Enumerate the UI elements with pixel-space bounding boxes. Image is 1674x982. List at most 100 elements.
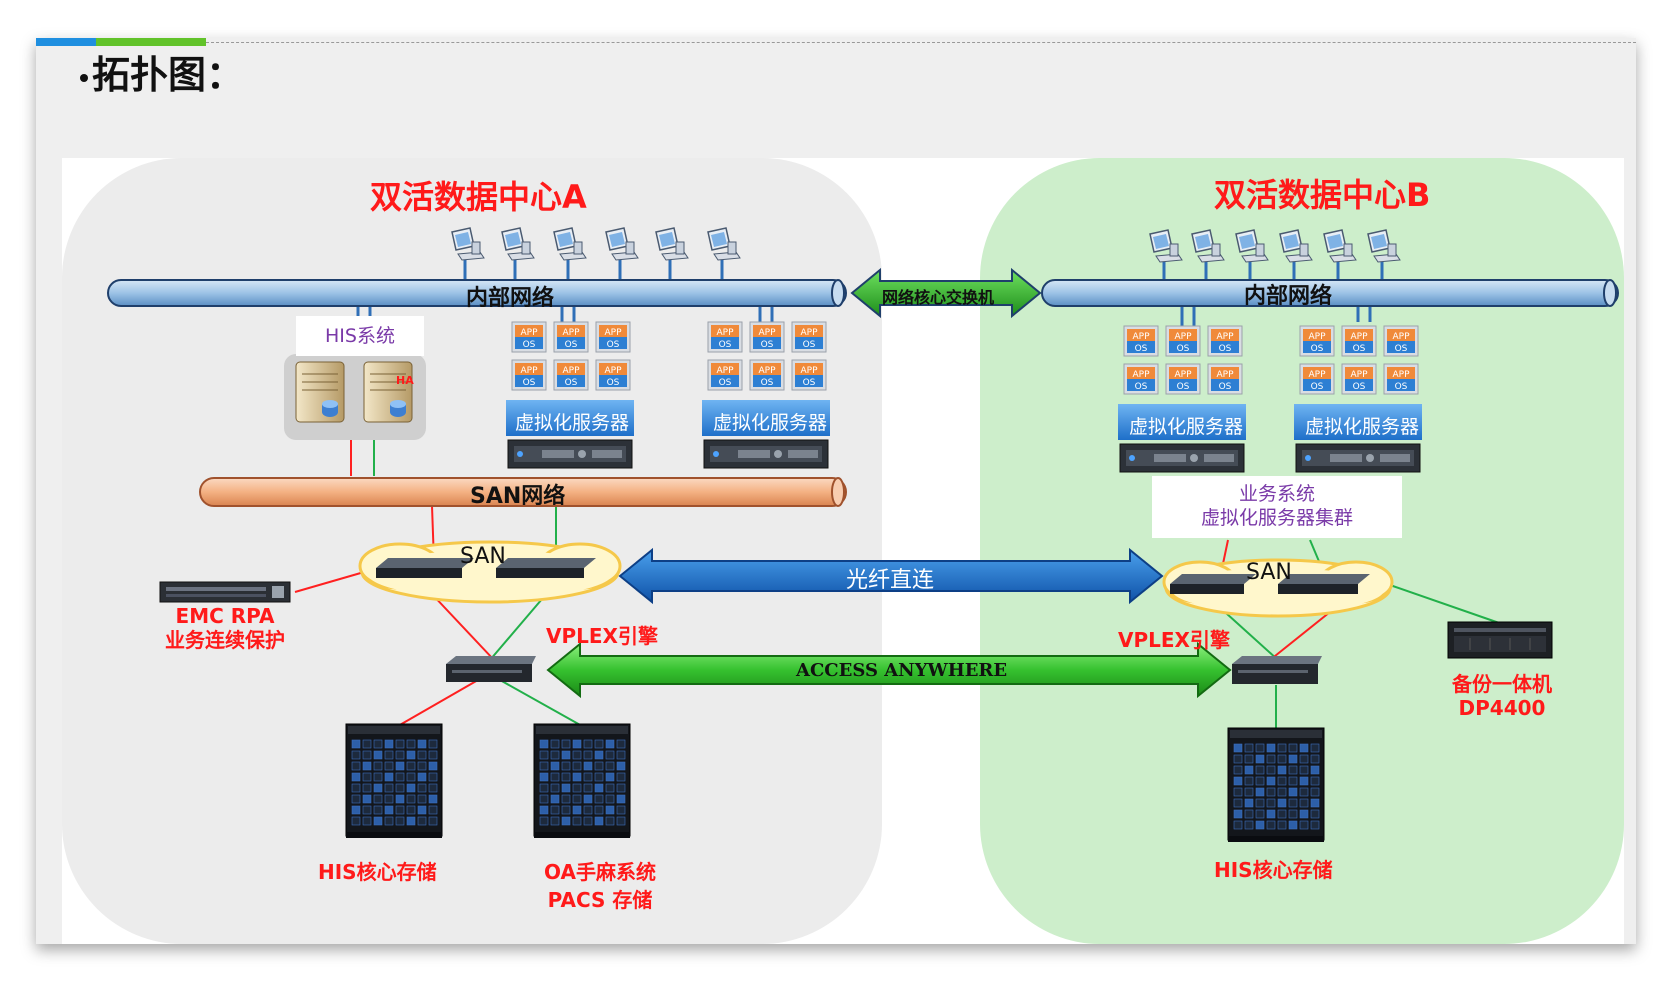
san-cloud-label-a: SAN (460, 544, 506, 569)
workstation-icon (553, 227, 587, 261)
cluster-line2: 虚拟化服务器集群 (1200, 507, 1353, 529)
app-tile-label: APP (800, 366, 818, 376)
storage-oa-line2: PACS 存储 (547, 888, 653, 912)
os-tile-label: OS (761, 378, 774, 388)
workstation-icon (1367, 229, 1401, 263)
app-os-icon: APP OS (791, 359, 827, 391)
backup-label-line2: DP4400 (1458, 696, 1546, 720)
virtual-server-label-b2: 虚拟化服务器 (1304, 416, 1419, 438)
vplex-engine-icon (446, 656, 536, 682)
os-tile-label: OS (803, 378, 816, 388)
san-switch-icon (1170, 574, 1256, 594)
rack-server-icon (506, 400, 634, 469)
internal-network-pipe-a (107, 279, 847, 307)
rack-server-icon (1294, 404, 1422, 473)
os-tile-label: OS (523, 378, 536, 388)
access-anywhere-arrow (546, 641, 1232, 699)
app-os-icon: APP OS (749, 359, 785, 391)
workstation-icon (501, 227, 535, 261)
internal-network-label-a: 内部网络 (466, 286, 555, 311)
app-tile-label: APP (1350, 332, 1368, 342)
app-os-icon: APP OS (1165, 363, 1201, 395)
his-system-box (296, 316, 424, 356)
os-tile-label: OS (1177, 344, 1190, 354)
storage-his-label-a: HIS核心存储 (318, 860, 437, 884)
rack-server-icon (1118, 404, 1246, 473)
internal-network-pipe-b (1041, 279, 1619, 307)
storage-arrays (345, 723, 1325, 842)
header-divider (206, 42, 1636, 43)
rpa-label-line2: 业务连续保护 (165, 628, 285, 652)
os-tile-label: OS (1311, 344, 1324, 354)
app-os-icon: APP OS (595, 321, 631, 353)
page-title: 拓扑图： (80, 44, 244, 99)
app-os-icon: APP OS (1299, 325, 1335, 357)
app-tile-label: APP (716, 366, 734, 376)
vplex-engine-icon (1232, 656, 1322, 684)
app-os-icon: APP OS (791, 321, 827, 353)
os-tile-label: OS (565, 340, 578, 350)
rpa-label-line1: EMC RPA (175, 604, 275, 628)
os-tile-label: OS (607, 340, 620, 350)
os-tile-label: OS (1219, 344, 1232, 354)
access-anywhere-label: ACCESS ANYWHERE (796, 660, 1008, 681)
workstation-icon (1191, 229, 1225, 263)
page-title-text: 拓扑图： (92, 53, 245, 97)
app-os-icon: APP OS (553, 359, 589, 391)
accent-bar-green (96, 38, 206, 46)
app-tile-label: APP (1216, 370, 1234, 380)
app-os-icon: APP OS (707, 321, 743, 353)
os-tile-label: OS (1177, 382, 1190, 392)
workstation-icon (1235, 229, 1269, 263)
workstation-icon (707, 227, 741, 261)
os-tile-label: OS (1311, 382, 1324, 392)
san-network-pipe (199, 477, 847, 507)
app-tile-label: APP (520, 328, 538, 338)
emc-rpa-icon (159, 581, 291, 603)
core-switch-arrow (850, 267, 1042, 319)
workstation-icon (1149, 229, 1183, 263)
san-switch-icon (376, 558, 474, 578)
workstation-icon (1323, 229, 1357, 263)
storage-his-label-b: HIS核心存储 (1214, 858, 1333, 882)
san-cloud-label-b: SAN (1246, 560, 1292, 585)
os-tile-label: OS (719, 340, 732, 350)
app-tile-label: APP (1174, 370, 1192, 380)
os-tile-label: OS (1135, 382, 1148, 392)
app-tile-label: APP (716, 328, 734, 338)
internal-network-label-b: 内部网络 (1244, 284, 1333, 309)
backup-appliance-icon (1447, 621, 1553, 659)
os-tile-label: OS (803, 340, 816, 350)
app-tile-label: APP (758, 366, 776, 376)
app-os-icon: APP OS (1165, 325, 1201, 357)
rack-server-icon (702, 400, 830, 469)
server-tower-icon (295, 361, 345, 423)
app-tile-label: APP (520, 366, 538, 376)
os-tile-label: OS (565, 378, 578, 388)
san-network-label: SAN网络 (470, 484, 566, 509)
cluster-box (1152, 476, 1402, 538)
app-tile-label: APP (800, 328, 818, 338)
os-tile-label: OS (761, 340, 774, 350)
app-tile-label: APP (1132, 332, 1150, 342)
fiber-direct-arrow (618, 547, 1164, 605)
workstation-icon (605, 227, 639, 261)
os-tile-label: OS (719, 378, 732, 388)
app-tile-label: APP (604, 366, 622, 376)
app-tile-label: APP (604, 328, 622, 338)
app-tile-label: APP (1308, 332, 1326, 342)
workstations-b (1149, 229, 1401, 263)
app-tile-label: APP (1174, 332, 1192, 342)
app-tile-label: APP (562, 366, 580, 376)
vplex-label-a: VPLEX引擎 (546, 624, 658, 648)
app-tile-label: APP (1392, 370, 1410, 380)
